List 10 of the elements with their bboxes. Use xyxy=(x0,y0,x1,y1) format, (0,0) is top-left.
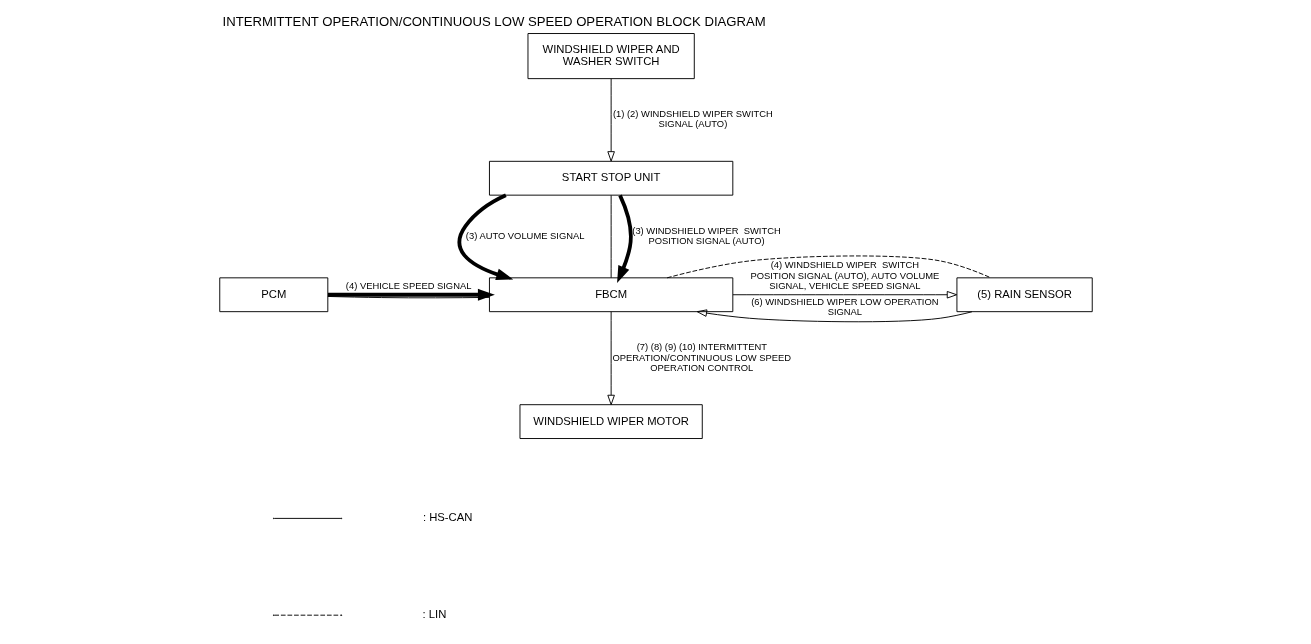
edge-label: (4) VEHICLE SPEED SIGNAL xyxy=(345,280,471,292)
edge-label: (1) (2) WINDSHIELD WIPER SWITCH SIGNAL (AUTO) xyxy=(612,108,773,130)
edge-label: (7) (8) (9) (10) INTERMITTENT OPERATION/CONTINUOUS LOW SPEED OPERATION CONTROL xyxy=(612,341,791,373)
edge-label: (4) WINDSHIELD WIPER SWITCH POSITION SIGNAL (AUTO), AUTO VOLUME SIGNAL, VEHICLE SPEED SIGNAL xyxy=(749,259,939,292)
edge-label: (6) WINDSHIELD WIPER LOW OPERATION SIGNAL xyxy=(750,296,939,318)
edge-label: (3) WINDSHIELD WIPER SWITCH POSITION SIGNAL (AUTO) xyxy=(631,224,781,247)
diagram-title: INTERMITTENT OPERATION/CONTINUOUS LOW SPEED OPERATION BLOCK DIAGRAM xyxy=(222,14,766,30)
legend-label: : LIN xyxy=(422,608,446,621)
legend-label: : HS-CAN xyxy=(422,511,472,524)
edge-label: (3) AUTO VOLUME SIGNAL xyxy=(465,229,584,241)
